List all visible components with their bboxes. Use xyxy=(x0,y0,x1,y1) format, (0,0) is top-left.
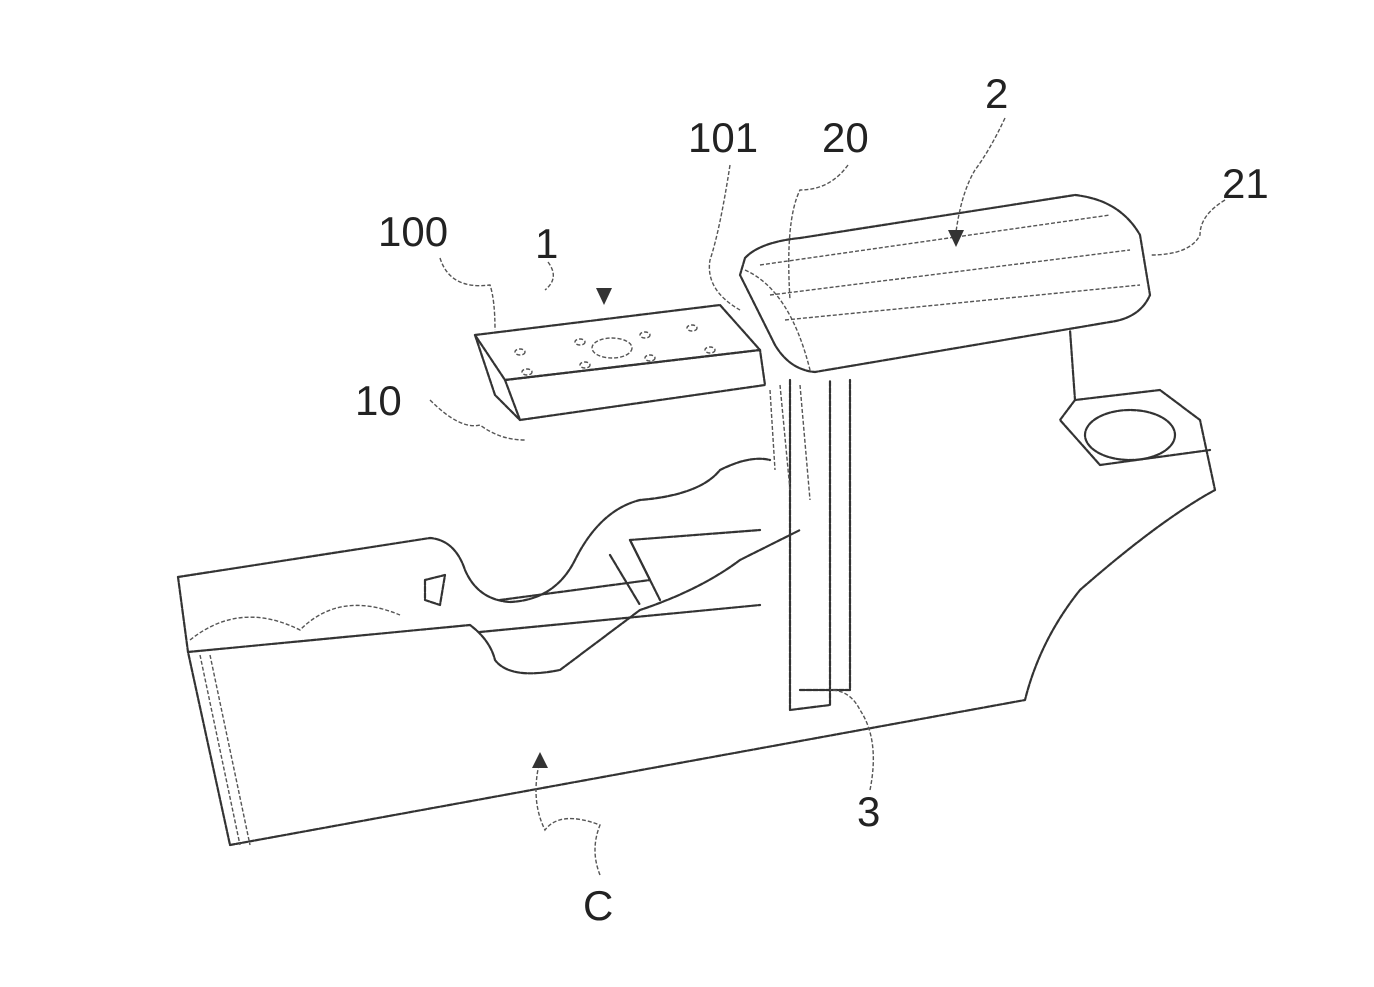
label-1: 1 xyxy=(535,220,558,267)
leader-lines xyxy=(429,117,1226,876)
label-3: 3 xyxy=(857,788,880,835)
post xyxy=(769,378,852,712)
label-20: 20 xyxy=(822,114,869,161)
label-C: C xyxy=(583,882,613,929)
label-21: 21 xyxy=(1222,160,1269,207)
label-2: 2 xyxy=(985,70,1008,117)
armrest-tray xyxy=(473,303,767,422)
label-100: 100 xyxy=(378,208,448,255)
arrow-2 xyxy=(948,230,964,247)
armrest-cushion xyxy=(738,193,1152,374)
arrow-1 xyxy=(596,288,612,305)
label-10: 10 xyxy=(355,377,402,424)
arrow-C xyxy=(532,752,548,768)
console-body xyxy=(176,328,1217,847)
label-101: 101 xyxy=(688,114,758,161)
